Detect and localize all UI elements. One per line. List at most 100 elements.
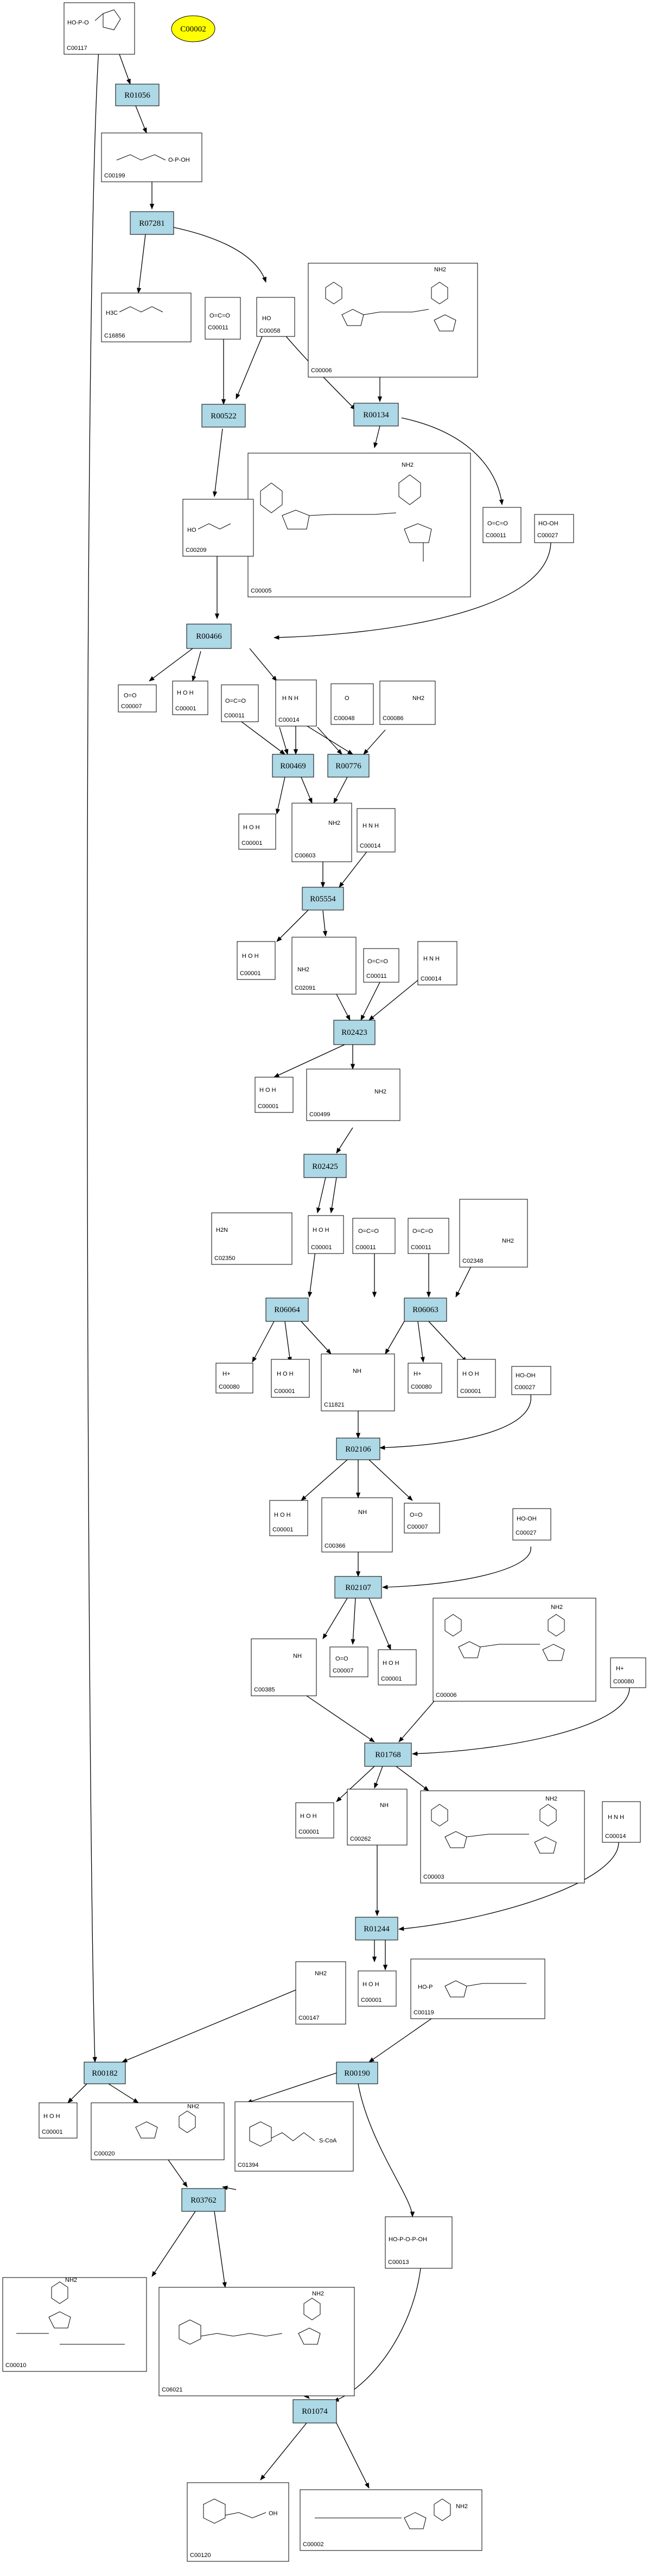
compound-c00001[interactable]: H O H C00001	[457, 1359, 496, 1398]
compound-c00010[interactable]: NH2 C00010	[2, 2277, 147, 2372]
molecule-structure	[135, 2110, 196, 2139]
reaction-r01056[interactable]: R01056	[115, 84, 160, 106]
compound-c16856[interactable]: H3C C16856	[101, 292, 192, 342]
molecule-formula: NH2	[315, 1970, 327, 1977]
compound-c00007[interactable]: O=O C00007	[329, 1646, 368, 1677]
reaction-r02425[interactable]: R02425	[303, 1154, 347, 1178]
compound-c00014[interactable]: H N H C00014	[357, 808, 396, 853]
compound-c00119[interactable]: HO-P C00119	[410, 1958, 545, 2019]
compound-c00147[interactable]: NH2 C00147	[295, 1961, 346, 2025]
compound-c00001[interactable]: H O H C00001	[172, 680, 208, 715]
reaction-r00522[interactable]: R00522	[201, 404, 246, 428]
edges	[67, 48, 630, 2489]
compound-c00603[interactable]: NH2 C00603	[291, 803, 352, 862]
reaction-r00190[interactable]: R00190	[336, 2062, 378, 2084]
compound-c00048[interactable]: O C00048	[330, 683, 374, 725]
edge	[401, 417, 504, 506]
compound-c00080[interactable]: H+ C00080	[408, 1363, 442, 1394]
compound-c00001[interactable]: H O H C00001	[378, 1649, 417, 1685]
molecule-formula: H+	[616, 1665, 624, 1672]
compound-c02091[interactable]: NH2 C02091	[291, 937, 357, 995]
compound-c00058[interactable]: HO C00058	[256, 297, 295, 337]
reaction-r06064[interactable]: R06064	[265, 1297, 309, 1322]
compound-id: C00120	[190, 2552, 211, 2559]
compound-id: C00499	[309, 1111, 330, 1118]
compound-c00001[interactable]: H O H C00001	[358, 1970, 397, 2007]
compound-c00020[interactable]: NH2 C00020	[91, 2102, 225, 2160]
molecule-formula: HO-P-O	[67, 20, 89, 26]
compound-c02350[interactable]: H2N C02350	[211, 1212, 292, 1265]
compound-c00006[interactable]: NH2 C00006	[308, 263, 478, 378]
compound-c00385[interactable]: NH C00385	[251, 1638, 317, 1696]
compound-c00002[interactable]: NH2 C00002	[300, 2489, 482, 2551]
compound-c00209[interactable]: HO C00209	[182, 499, 254, 557]
compound-c00086[interactable]: NH2 C00086	[379, 680, 436, 725]
compound-c00001[interactable]: H O H C00001	[255, 1077, 294, 1113]
compound-c00027[interactable]: HO-OH C00027	[512, 1508, 551, 1541]
compound-c00001[interactable]: H O H C00001	[295, 1802, 334, 1839]
compound-c00001[interactable]: H O H C00001	[39, 2102, 78, 2139]
compound-c00011[interactable]: O=C=O C00011	[408, 1218, 449, 1254]
compound-c00199[interactable]: O-P-OH C00199	[101, 132, 202, 182]
reaction-r02423[interactable]: R02423	[333, 1020, 376, 1045]
molecule-structure	[179, 2298, 321, 2345]
compound-id: C06021	[162, 2387, 183, 2393]
highlight-node-c00002[interactable]: C00002	[171, 15, 215, 42]
compound-c00120[interactable]: OH C00120	[187, 2482, 289, 2562]
compound-c00007[interactable]: O=O C00007	[404, 1503, 440, 1534]
compound-c00117[interactable]: HO-P-O C00117	[63, 2, 135, 55]
compound-c00027[interactable]: HO-OH C00027	[534, 514, 574, 543]
reaction-r00134[interactable]: R00134	[353, 403, 399, 427]
compound-c00011[interactable]: O=C=O C00011	[363, 948, 399, 983]
reaction-r03762[interactable]: R03762	[181, 2188, 226, 2212]
reaction-r00776[interactable]: R00776	[327, 754, 370, 778]
compound-c00080[interactable]: H+ C00080	[215, 1363, 253, 1394]
edge	[212, 428, 223, 498]
compound-c00011[interactable]: O=C=O C00011	[205, 297, 241, 340]
molecule-formula: HO	[187, 527, 196, 533]
compound-c00014[interactable]: H N H C00014	[417, 941, 457, 985]
compound-c00011[interactable]: O=C=O C00011	[221, 684, 259, 722]
compound-c00011[interactable]: O=C=O C00011	[482, 507, 522, 543]
compound-c01394[interactable]: S-CoA C01394	[234, 2101, 354, 2172]
reaction-r00469[interactable]: R00469	[272, 754, 314, 778]
compound-c00014[interactable]: H N H C00014	[602, 1801, 641, 1843]
compound-c00001[interactable]: H O H C00001	[308, 1215, 344, 1254]
compound-c00006[interactable]: NH2 C00006	[433, 1598, 596, 1702]
compound-c00005[interactable]: NH2 C00005	[247, 453, 471, 597]
compound-c00007[interactable]: O=O C00007	[118, 684, 157, 713]
compound-c00011[interactable]: O=C=O C00011	[352, 1218, 396, 1254]
reaction-label: R01056	[124, 91, 150, 100]
compound-c00014[interactable]: H N H C00014	[275, 679, 317, 727]
compound-c00001[interactable]: H O H C00001	[271, 1359, 310, 1398]
reaction-r02106[interactable]: R02106	[336, 1438, 380, 1460]
compound-id: C00001	[175, 705, 196, 712]
compound-c00027[interactable]: HO-OH C00027	[511, 1366, 551, 1395]
compound-c00001[interactable]: H O H C00001	[237, 941, 276, 980]
reaction-r07281[interactable]: R07281	[130, 211, 174, 235]
compound-c11821[interactable]: NH C11821	[321, 1353, 395, 1411]
reaction-r00182[interactable]: R00182	[84, 2062, 126, 2084]
compound-c00366[interactable]: NH C00366	[321, 1497, 393, 1553]
reaction-r06063[interactable]: R06063	[404, 1297, 447, 1322]
reaction-r01768[interactable]: R01768	[364, 1742, 412, 1767]
compound-c00013[interactable]: HO-P-O-P-OH C00013	[385, 2216, 453, 2269]
reaction-r02107[interactable]: R02107	[334, 1576, 382, 1599]
compound-c00499[interactable]: NH2 C00499	[306, 1068, 400, 1121]
edge	[122, 1988, 299, 2063]
compound-id: C00001	[42, 2129, 63, 2135]
reaction-r01074[interactable]: R01074	[292, 2399, 337, 2424]
compound-c06021[interactable]: NH2 C06021	[158, 2287, 355, 2396]
compound-c00080[interactable]: H+ C00080	[610, 1657, 646, 1688]
compound-c00001[interactable]: H O H C00001	[269, 1500, 308, 1536]
compound-c02348[interactable]: NH2 C02348	[459, 1199, 528, 1268]
reaction-label: R03762	[190, 2196, 217, 2205]
reaction-r01244[interactable]: R01244	[355, 1917, 398, 1941]
reaction-r05554[interactable]: R05554	[302, 887, 344, 911]
molecule-structure	[119, 306, 163, 313]
compound-c00003[interactable]: NH2 C00003	[420, 1790, 585, 1884]
compound-c00262[interactable]: NH C00262	[347, 1789, 408, 1846]
edge	[260, 2422, 307, 2480]
compound-c00001[interactable]: H O H C00001	[238, 813, 276, 850]
reaction-r00466[interactable]: R00466	[186, 624, 232, 649]
